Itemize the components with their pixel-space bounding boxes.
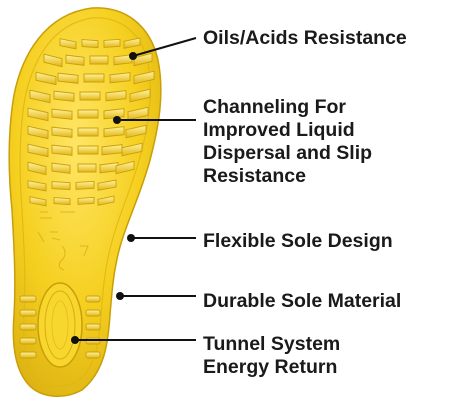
tread-lug — [51, 108, 73, 120]
tread-lug — [29, 89, 51, 104]
tread-lug — [77, 145, 99, 155]
callout-channeling: Channeling For Improved Liquid Dispersal… — [203, 96, 372, 188]
tread-lug — [77, 127, 99, 137]
tread-lug — [53, 90, 75, 102]
callout-line: Channeling For — [203, 96, 346, 118]
callout-line: Dispersal and Slip — [203, 142, 373, 164]
tread-lug — [27, 143, 49, 158]
heel-bar — [19, 309, 37, 317]
tread-lug — [121, 142, 143, 157]
leader-dot — [127, 234, 135, 242]
tread-lug — [27, 107, 49, 122]
heel-bar — [19, 351, 37, 359]
tread-lug — [35, 71, 57, 86]
tread-lug — [115, 160, 135, 175]
tread-lug — [27, 125, 49, 140]
tread-lug — [109, 72, 131, 84]
tread-lug — [77, 109, 99, 119]
tread-lug — [59, 38, 77, 50]
shank-markings — [37, 211, 89, 271]
callout-line: Improved Liquid — [203, 119, 355, 141]
tread-lug — [51, 144, 73, 156]
tread-lug — [51, 162, 71, 174]
tread-lug — [97, 195, 115, 206]
callout-line: Energy Return — [203, 356, 338, 378]
tread-lug — [77, 163, 97, 173]
tread-lug — [79, 91, 101, 101]
tread-lug — [83, 73, 105, 83]
heel-bar — [85, 295, 101, 303]
tread-lug — [27, 180, 47, 192]
heel-bar — [85, 323, 101, 331]
tread-lug — [129, 88, 151, 103]
leader-dot — [129, 52, 137, 60]
tread-lug — [103, 126, 125, 138]
tread-lug — [105, 90, 127, 102]
callout-line: Flexible Sole Design — [203, 230, 393, 252]
tread-lug — [65, 54, 85, 66]
heel-tread-bars — [19, 295, 101, 359]
tread-lug — [125, 124, 147, 139]
leader-dot — [113, 116, 121, 124]
leader-dot — [116, 292, 124, 300]
tread-lug — [81, 39, 99, 49]
callout-line: Oils/Acids Resistance — [203, 27, 407, 49]
tread-lug — [27, 161, 47, 176]
leader-line — [132, 37, 197, 57]
tread-lug — [57, 72, 79, 84]
heel-bar — [85, 309, 101, 317]
tread-channels — [27, 37, 155, 207]
callout-flexible: Flexible Sole Design — [203, 230, 393, 253]
tread-lug — [51, 126, 73, 138]
tread-lug — [103, 38, 121, 48]
callout-line: Resistance — [203, 165, 306, 187]
sole-rim — [19, 17, 152, 387]
callout-durable: Durable Sole Material — [203, 290, 401, 313]
heel-tunnel-pad — [37, 282, 83, 368]
leader-dot — [71, 336, 79, 344]
tread-lug — [51, 181, 71, 191]
heel-bar — [19, 337, 37, 345]
tread-lug — [29, 196, 47, 207]
tread-lug — [99, 162, 119, 174]
heel-bar — [85, 351, 101, 359]
callout-line: Durable Sole Material — [203, 290, 402, 312]
tread-lug — [133, 52, 153, 67]
tread-lug — [123, 37, 141, 49]
callout-leaders — [71, 37, 197, 344]
tread-lug — [75, 180, 95, 190]
tread-lug — [43, 53, 63, 68]
heel-bar — [19, 323, 37, 331]
callout-oils-acids: Oils/Acids Resistance — [203, 27, 407, 50]
tread-lug — [97, 179, 117, 191]
tread-lug — [127, 106, 149, 121]
tread-lug — [133, 70, 155, 85]
heel-bar — [19, 295, 37, 303]
tread-lug — [53, 197, 71, 206]
tread-lug — [89, 55, 109, 65]
tread-lug — [103, 108, 125, 120]
callout-line: Tunnel System — [203, 333, 341, 355]
callout-tunnel: Tunnel System Energy Return — [203, 333, 340, 379]
tread-lug — [101, 144, 123, 156]
tread-lug — [113, 54, 133, 66]
tread-lug — [77, 196, 95, 205]
